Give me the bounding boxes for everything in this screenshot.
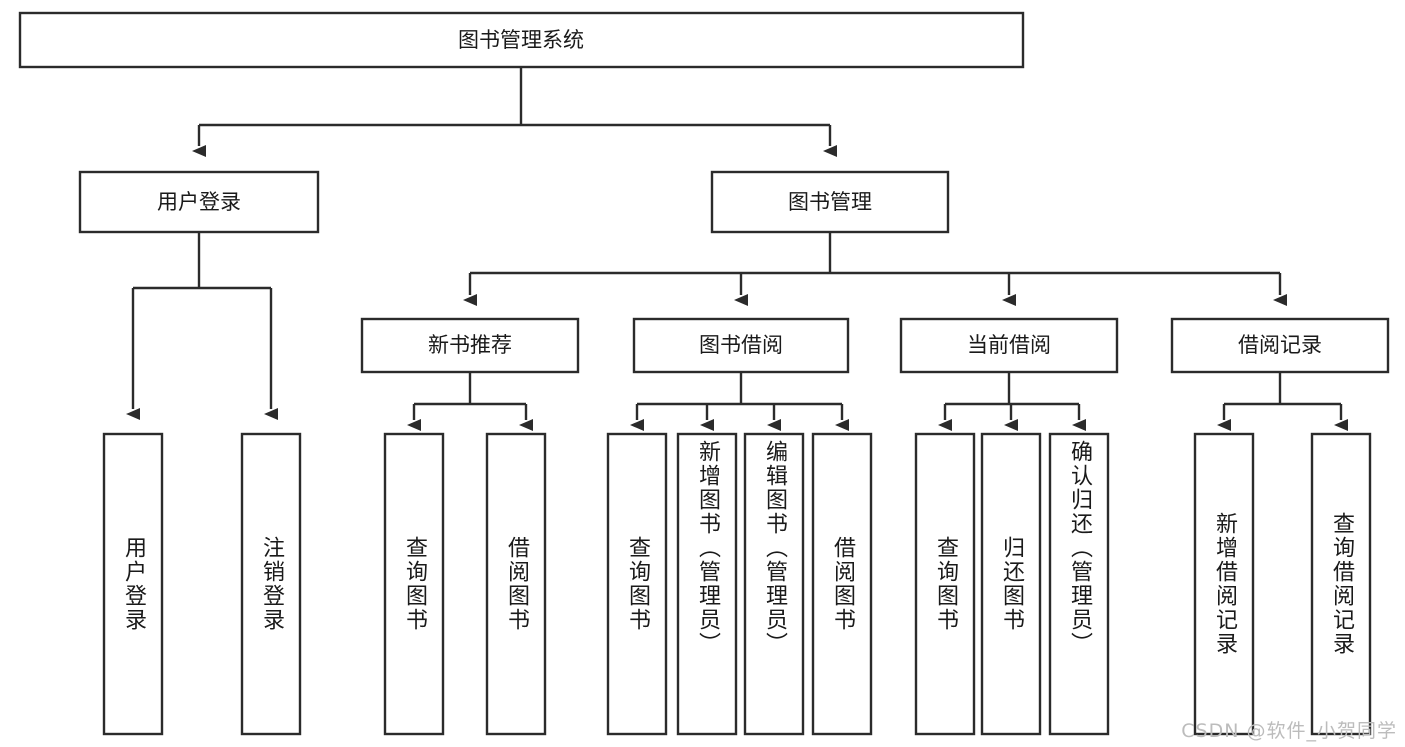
- node-book-borrow-label: 图书借阅: [699, 333, 783, 357]
- leaf-box-book-borrow-3[interactable]: [811, 432, 873, 736]
- node-root-label: 图书管理系统: [458, 28, 584, 52]
- node-user-login[interactable]: 用户登录: [78, 170, 320, 234]
- node-root[interactable]: 图书管理系统: [18, 11, 1025, 69]
- leaf-box-book-borrow-0[interactable]: [606, 432, 668, 736]
- node-current-borrow-label: 当前借阅: [967, 333, 1051, 357]
- node-user-login-label: 用户登录: [157, 190, 241, 214]
- leaf-box-user-login-0[interactable]: [102, 432, 164, 736]
- leaf-box-borrow-record-1[interactable]: [1310, 432, 1372, 736]
- node-root-box[interactable]: [18, 11, 1025, 69]
- leaf-box-current-borrow-1[interactable]: [980, 432, 1042, 736]
- node-book-borrow[interactable]: 图书借阅: [632, 317, 850, 374]
- leaf-box-book-borrow-1[interactable]: [676, 432, 738, 736]
- connector-current-borrow-to-leaves: [938, 372, 1086, 431]
- node-current-borrow[interactable]: 当前借阅: [899, 317, 1119, 374]
- node-borrow-record-label: 借阅记录: [1238, 333, 1322, 357]
- node-new-book-recommend-box[interactable]: [360, 317, 580, 374]
- node-new-book-recommend[interactable]: 新书推荐: [360, 317, 580, 374]
- connector-borrow-record-to-leaves: [1217, 372, 1348, 431]
- connector-root-to-level2: [192, 67, 837, 157]
- leaf-box-new-book-1[interactable]: [485, 432, 547, 736]
- node-current-borrow-box[interactable]: [899, 317, 1119, 374]
- leaf-box-new-book-0[interactable]: [383, 432, 445, 736]
- node-new-book-recommend-label: 新书推荐: [428, 333, 512, 357]
- connector-new-book-recommend-to-leaves: [407, 372, 533, 431]
- node-user-login-box[interactable]: [78, 170, 320, 234]
- leaf-box-borrow-record-0[interactable]: [1193, 432, 1255, 736]
- node-borrow-record[interactable]: 借阅记录: [1170, 317, 1390, 374]
- watermark: CSDN @软件_小贺同学: [1181, 720, 1397, 742]
- connector-book-management-to-level3: [463, 232, 1287, 306]
- node-book-management[interactable]: 图书管理: [710, 170, 950, 234]
- leaf-box-current-borrow-2[interactable]: [1048, 432, 1110, 736]
- leaf-box-book-borrow-2[interactable]: [743, 432, 805, 736]
- connector-user-login-to-leaves: [126, 232, 278, 420]
- node-book-management-label: 图书管理: [788, 190, 872, 214]
- leaf-box-current-borrow-0[interactable]: [914, 432, 976, 736]
- connector-book-borrow-to-leaves: [630, 372, 849, 431]
- leaf-box-user-login-1[interactable]: [240, 432, 302, 736]
